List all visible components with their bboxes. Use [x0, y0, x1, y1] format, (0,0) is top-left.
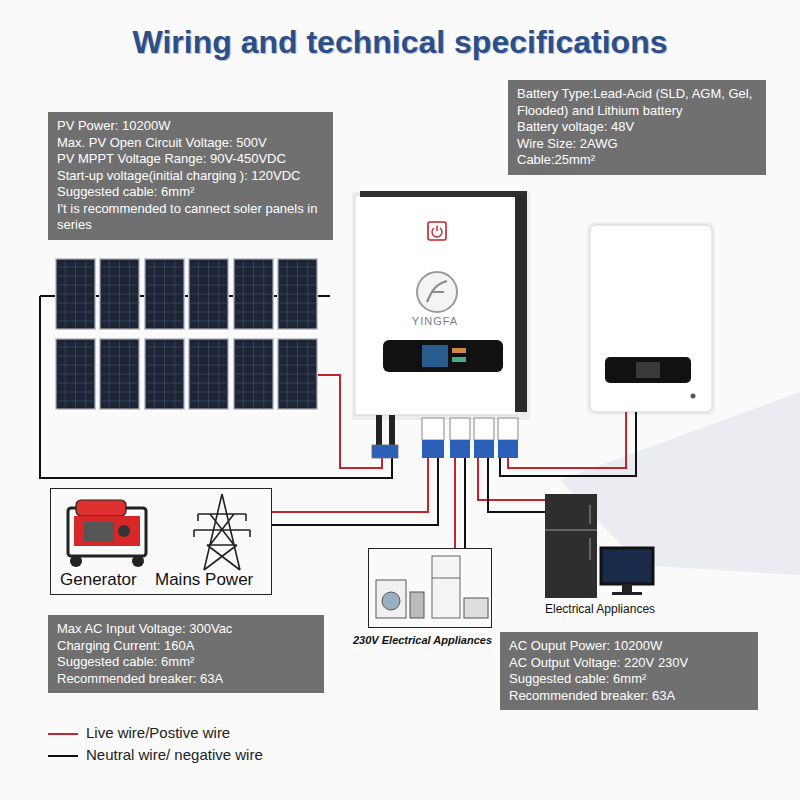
appliance-icons	[545, 494, 653, 598]
wire-connector	[272, 458, 428, 512]
appliance-neutral-wire	[488, 458, 545, 512]
node-label: YINGFA	[355, 315, 515, 327]
node-label: 230V Electrical Appliances	[335, 634, 510, 646]
diagram-title: Wiring and technical specifications	[0, 24, 800, 61]
spec-line: Suggested cable: 6mm²	[57, 184, 324, 201]
spec-line: Max. PV Open Circuit Voltage: 500V	[57, 135, 324, 152]
solar-panel	[56, 259, 96, 330]
spec-line: Suggested cable: 6mm²	[509, 671, 749, 688]
spec-box: AC Ouput Power: 10200WAC Output Voltage:…	[500, 632, 758, 710]
inverter-terminals	[372, 415, 518, 458]
wire-connector	[464, 458, 466, 548]
appliance-box: 230V Electrical Appliances	[335, 548, 510, 656]
spec-line: I't is recommended to cannect soler pane…	[57, 201, 324, 234]
legend-text: Neutral wire/ negative wire	[86, 746, 263, 763]
solar-panel	[234, 259, 274, 330]
battery-negative-wire	[500, 412, 636, 476]
spec-box: PV Power: 10200WMax. PV Open Circuit Vol…	[48, 112, 333, 240]
spec-line: Start-up voltage(initial charging ): 120…	[57, 168, 324, 185]
legend-neutral-sample	[48, 755, 78, 757]
inverter-body	[352, 191, 530, 420]
spec-line: Charging Current: 160A	[57, 638, 315, 655]
solar-panel	[278, 339, 318, 410]
battery-positive-wire	[508, 412, 626, 468]
spec-line: Recommended breaker: 63A	[57, 671, 315, 688]
solar-panel	[100, 339, 140, 410]
solar-panels	[56, 259, 318, 410]
solar-panel	[145, 259, 185, 330]
solar-panel	[56, 339, 96, 410]
solar-panel	[145, 339, 185, 410]
spec-line: Battery voltage: 48V	[517, 119, 757, 136]
household-appliances	[376, 556, 488, 618]
spec-line: Max AC Input Voltage: 300Vac	[57, 621, 315, 638]
solar-panel	[189, 339, 229, 410]
battery-unit	[587, 222, 715, 415]
appliance-frame	[368, 548, 492, 628]
solar-panel	[100, 259, 140, 330]
node-label: Generator	[60, 570, 137, 590]
solar-panel	[234, 339, 274, 410]
spec-line: PV Power: 10200W	[57, 118, 324, 135]
source-box: Generator Mains Power	[50, 488, 272, 595]
spec-line: AC Ouput Power: 10200W	[509, 638, 749, 655]
solar-panel	[278, 259, 318, 330]
spec-line: Recommended breaker: 63A	[509, 688, 749, 705]
inverter-box: YINGFA	[355, 195, 527, 458]
pylon-icon	[194, 494, 250, 570]
spec-line: PV MPPT Voltage Range: 90V-450VDC	[57, 151, 324, 168]
spec-line: Wire Size: 2AWG	[517, 136, 757, 153]
spec-box: Max AC Input Voltage: 300VacCharging Cur…	[48, 615, 324, 693]
appliance-label: Electrical Appliances	[545, 602, 655, 616]
spec-line: Cable:25mm²	[517, 152, 757, 169]
wire-connector	[454, 458, 456, 548]
spec-box: Battery Type:Lead-Acid (SLD, AGM, Gel, F…	[508, 80, 766, 175]
spec-line: Battery Type:Lead-Acid (SLD, AGM, Gel, F…	[517, 86, 757, 119]
legend-live-sample	[48, 733, 78, 735]
legend-text: Live wire/Postive wire	[86, 724, 230, 741]
solar-panel	[189, 259, 229, 330]
spec-line: AC Output Voltage: 220V 230V	[509, 655, 749, 672]
generator-icon	[68, 500, 146, 567]
spec-line: Suggested cable: 6mm²	[57, 654, 315, 671]
node-label: Mains Power	[155, 570, 253, 590]
wire-connector	[272, 458, 438, 525]
